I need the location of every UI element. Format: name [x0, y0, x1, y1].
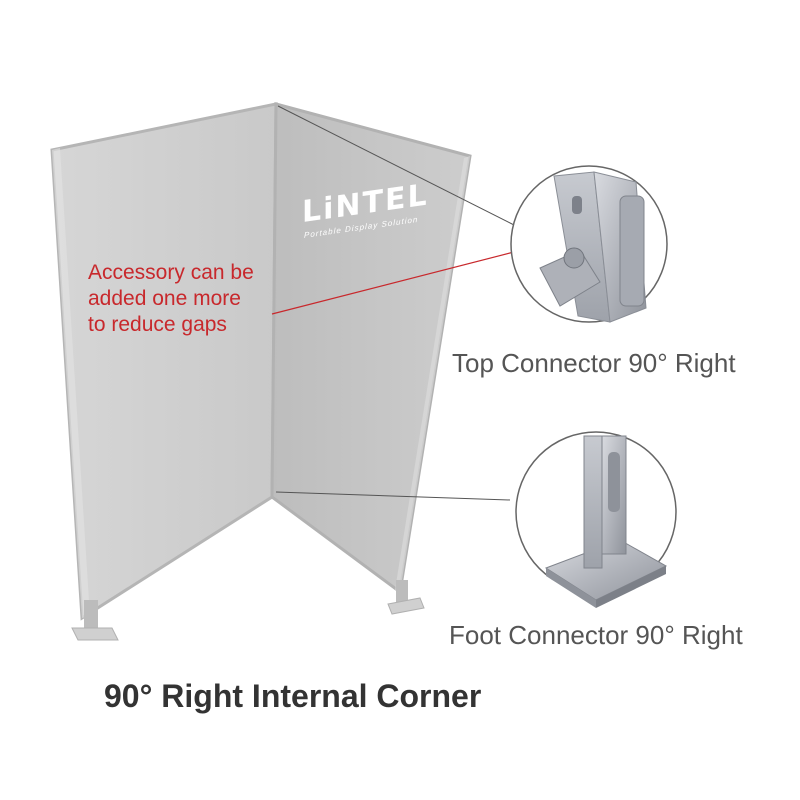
foot-connector-leader-line — [275, 491, 511, 501]
page-title: 90° Right Internal Corner — [104, 678, 482, 714]
gap-accessory-callout: Accessory can be added one more to reduc… — [88, 260, 288, 338]
left-display-panel — [50, 102, 278, 621]
callout-line-1: Accessory can be — [88, 261, 254, 284]
foot-connector-caption: Foot Connector 90° Right — [449, 620, 743, 650]
callout-line-3: to reduce gaps — [88, 313, 227, 336]
top-connector-caption: Top Connector 90° Right — [452, 348, 736, 378]
callout-leader-line — [271, 251, 515, 315]
right-foot — [387, 580, 425, 615]
foot-connector-detail — [515, 431, 677, 608]
callout-line-2: added one more — [88, 287, 241, 310]
left-foot — [71, 600, 119, 641]
top-connector-detail — [510, 165, 668, 323]
top-connector-leader-line — [277, 105, 517, 227]
